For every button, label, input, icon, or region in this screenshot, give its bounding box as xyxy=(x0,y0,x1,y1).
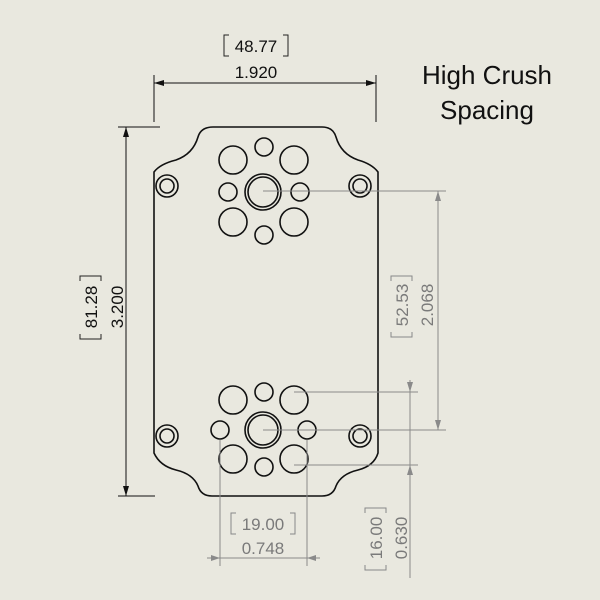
small-hole xyxy=(210,420,230,440)
center-hole xyxy=(244,173,282,211)
mount-hole xyxy=(348,424,372,448)
small-hole xyxy=(254,137,274,157)
cluster-spacing-metric: 52.53 xyxy=(393,284,412,327)
small-hole xyxy=(254,457,274,477)
overall-height-metric: 81.28 xyxy=(82,286,101,329)
overall-width-metric: 48.77 xyxy=(235,37,278,56)
part-outline xyxy=(153,126,379,497)
large-hole xyxy=(279,145,309,175)
overall-width-imperial: 1.920 xyxy=(235,63,278,82)
large-hole xyxy=(218,145,248,175)
cluster-spacing-dimension: 52.53 2.068 xyxy=(263,190,446,431)
hole-spacing-vertical-metric: 16.00 xyxy=(367,517,386,560)
hole-spacing-vertical-imperial: 0.630 xyxy=(392,517,411,560)
overall-height-imperial: 3.200 xyxy=(108,286,127,329)
title-line-2: Spacing xyxy=(440,95,534,125)
small-hole xyxy=(290,182,310,202)
hole-spacing-horizontal-dimension: 19.00 0.748 xyxy=(207,440,320,566)
hole-spacing-horizontal-imperial: 0.748 xyxy=(242,539,285,558)
overall-height-dimension: 81.28 3.200 xyxy=(79,126,160,497)
mount-hole xyxy=(348,174,372,198)
large-hole xyxy=(279,444,309,474)
hole-spacing-vertical-dimension: 16.00 0.630 xyxy=(294,380,418,578)
mount-hole-inner xyxy=(159,428,175,444)
large-hole xyxy=(218,385,248,415)
mount-hole xyxy=(155,174,179,198)
cluster-spacing-imperial: 2.068 xyxy=(418,284,437,327)
small-hole xyxy=(254,382,274,402)
mount-hole-inner xyxy=(352,428,368,444)
top-hole-cluster xyxy=(218,137,310,245)
mount-hole xyxy=(155,424,179,448)
mount-hole-inner xyxy=(159,178,175,194)
mount-hole-inner xyxy=(352,178,368,194)
large-hole xyxy=(218,444,248,474)
small-hole xyxy=(218,182,238,202)
overall-width-dimension: 48.77 1.920 xyxy=(153,34,377,122)
large-hole xyxy=(279,207,309,237)
small-hole xyxy=(254,225,274,245)
corner-mounting-holes xyxy=(155,174,372,448)
hole-spacing-horizontal-metric: 19.00 xyxy=(242,515,285,534)
title-line-1: High Crush xyxy=(422,60,552,90)
large-hole xyxy=(218,207,248,237)
center-hole-inner xyxy=(247,176,279,208)
large-hole xyxy=(279,385,309,415)
